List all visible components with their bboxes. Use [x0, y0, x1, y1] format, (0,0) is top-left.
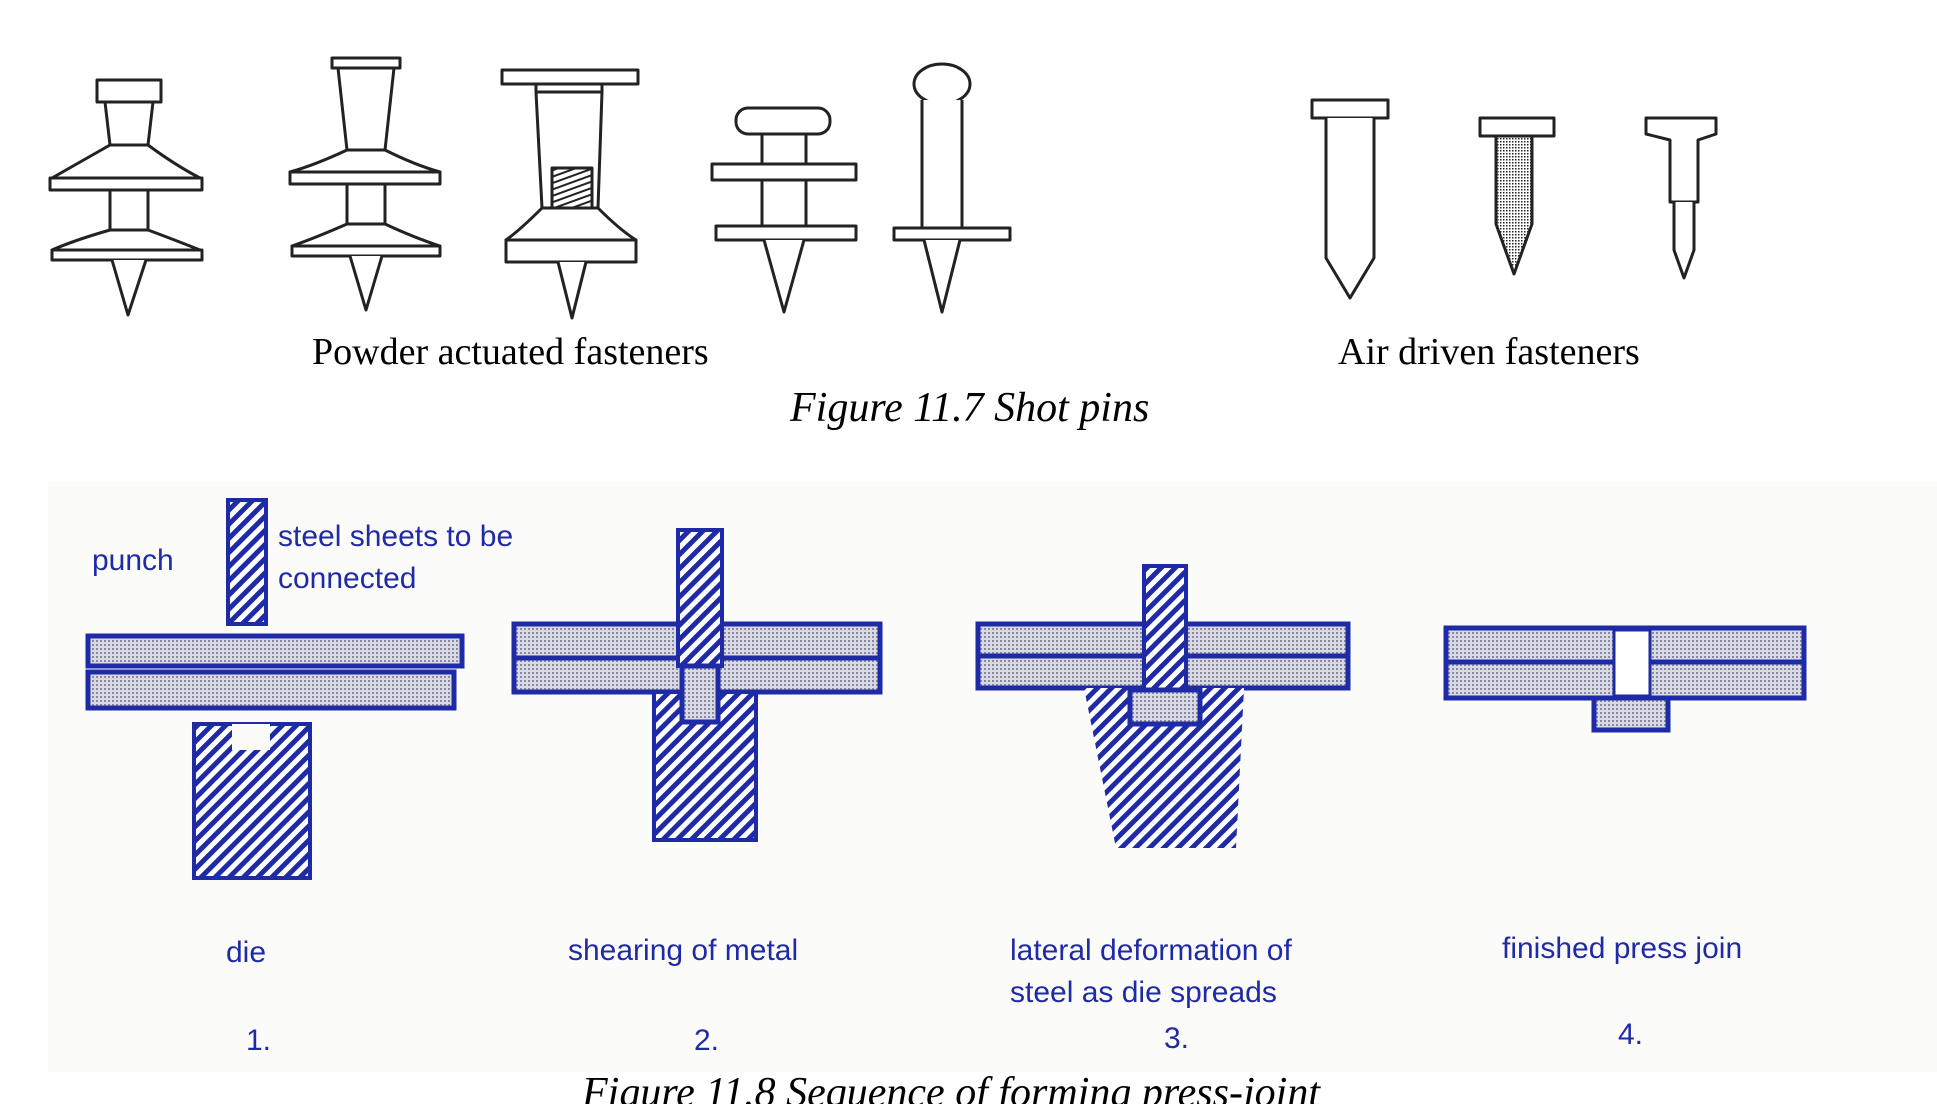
step-3-drawing — [975, 564, 1351, 848]
step-4-caption: finished press join — [1502, 932, 1743, 965]
label-punch: punch — [92, 544, 174, 577]
upper-sheet — [85, 633, 465, 669]
step-4-drawing — [1443, 625, 1807, 733]
air-pin-2 — [1478, 116, 1556, 276]
caption-figure-11-7: Figure 11.7 Shot pins — [790, 385, 1150, 431]
step-1-caption: die — [226, 936, 267, 969]
label-air-driven: Air driven fasteners — [1338, 331, 1640, 373]
label-sheets-line2: connected — [278, 562, 417, 595]
air-pin-3 — [1644, 116, 1718, 280]
step-2-number: 2. — [694, 1024, 720, 1057]
powder-pin-4 — [710, 106, 858, 314]
step-3-caption-line1: lateral deformation of — [1010, 934, 1292, 967]
figure-11-8-panel — [48, 482, 1937, 1072]
die-shape — [192, 722, 312, 880]
step-2-caption: shearing of metal — [568, 934, 799, 967]
step-1-drawing — [85, 498, 465, 880]
air-pin-1 — [1310, 98, 1390, 300]
step-4-number: 4. — [1618, 1018, 1644, 1051]
lower-sheet — [85, 669, 457, 711]
label-sheets-line1: steel sheets to be — [278, 520, 514, 553]
powder-pin-1 — [48, 78, 204, 317]
caption-figure-11-8: Figure 11.8 Sequence of forming press-jo… — [582, 1070, 1320, 1104]
label-powder-actuated: Powder actuated fasteners — [312, 331, 709, 373]
step-3-number: 3. — [1164, 1022, 1190, 1055]
step-3-caption-line2: steel as die spreads — [1010, 976, 1277, 1009]
powder-pin-2 — [288, 56, 442, 312]
step-2-drawing — [511, 528, 883, 842]
powder-pin-3 — [500, 68, 640, 320]
step-1-number: 1. — [246, 1024, 272, 1057]
powder-pin-5 — [892, 62, 1012, 314]
punch-shape — [226, 498, 268, 626]
